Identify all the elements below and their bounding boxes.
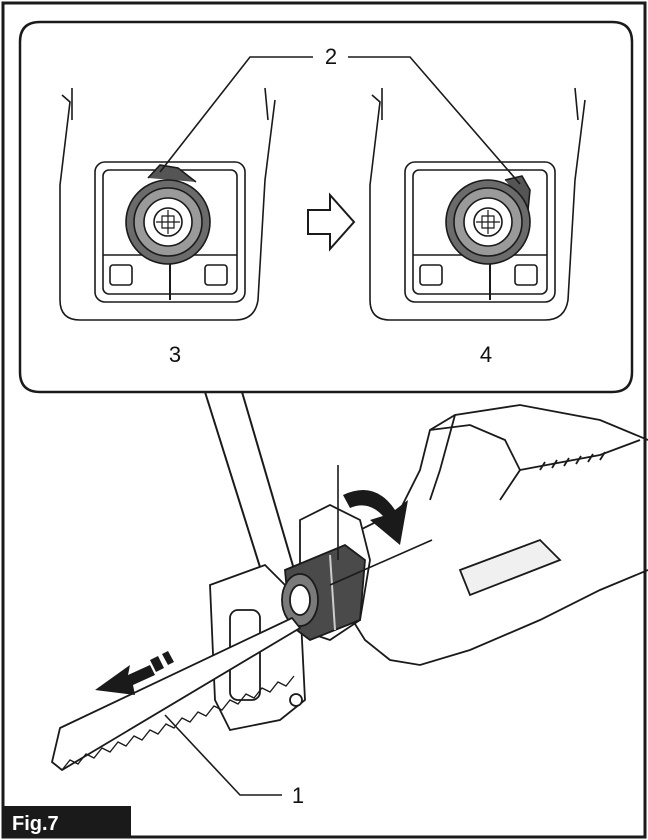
inset-panel [18,20,634,394]
inset-right-blade-clamp [369,87,586,321]
reference-lines [329,465,433,586]
blade-clamp-sleeve [281,543,366,642]
callout-2-leaders [159,56,521,185]
pull-out-arrow [95,651,174,695]
callout-3: 3 [169,342,181,367]
callout-2: 2 [325,44,337,69]
callout-1-leader [164,714,282,796]
state-change-arrow [307,192,356,252]
callout-1: 1 [292,783,304,808]
caption-box [3,806,131,837]
saw-blade [50,616,302,772]
reciprocating-saw-body [299,404,648,666]
rotation-arrow [343,490,408,545]
zoom-connector [204,391,299,584]
callout-4: 4 [480,342,492,367]
inset-left-blade-clamp [59,87,276,321]
figure-caption: Fig.7 [12,813,59,835]
